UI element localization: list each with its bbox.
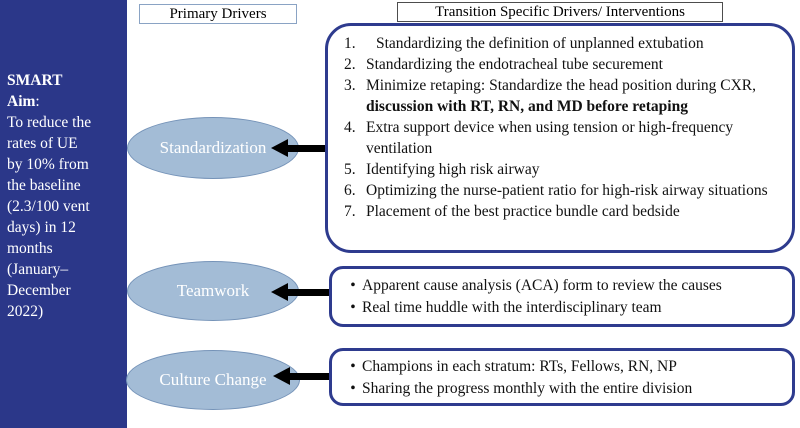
standardization-interventions-box: 1.Standardizing the definition of unplan…: [325, 23, 795, 253]
smart-aim-line: months: [7, 240, 53, 257]
intervention-item: •Apparent cause analysis (ACA) form to r…: [340, 275, 784, 297]
smart-aim-line: by 10% from: [7, 156, 89, 173]
driver-ellipse-culture-change: Culture Change: [126, 350, 300, 410]
arrow-teamwork: [271, 283, 335, 301]
primary-drivers-header: Primary Drivers: [139, 4, 297, 24]
teamwork-interventions-box: •Apparent cause analysis (ACA) form to r…: [329, 266, 795, 327]
bullet-marker: •: [350, 358, 356, 375]
intervention-item: 2.Standardizing the endotracheal tube se…: [340, 54, 784, 75]
number-marker: 2.: [344, 56, 356, 73]
culture-interventions-box: •Champions in each stratum: RTs, Fellows…: [329, 348, 795, 406]
driver-ellipse-teamwork: Teamwork: [127, 261, 299, 321]
arrow-left-icon: [273, 367, 290, 385]
standardization-label: Standardization: [159, 138, 267, 157]
smart-aim-line: December: [7, 282, 71, 299]
transition-drivers-label: Transition Specific Drivers/ Interventio…: [435, 3, 685, 20]
intervention-item: 6.Optimizing the nurse-patient ratio for…: [340, 180, 784, 201]
smart-aim-line: Aim:: [7, 93, 40, 110]
smart-aim-line: rates of UE: [7, 135, 78, 152]
intervention-item: 3.Minimize retaping: Standardize the hea…: [340, 75, 784, 117]
driver-ellipse-standardization: Standardization: [127, 117, 299, 179]
arrow-culture-change: [273, 367, 335, 385]
arrow-standardization: [271, 139, 333, 157]
culture-change-label: Culture Change: [159, 370, 267, 389]
bullet-marker: •: [350, 380, 356, 397]
intervention-item: 1.Standardizing the definition of unplan…: [340, 33, 784, 54]
smart-aim-line: To reduce the: [7, 114, 92, 131]
number-marker: 6.: [344, 182, 356, 199]
number-marker: 5.: [344, 161, 356, 178]
arrow-left-icon: [271, 283, 288, 301]
number-marker: 3.: [344, 77, 356, 94]
number-marker: 4.: [344, 119, 356, 136]
smart-aim-line: (2.3/100 vent: [7, 198, 90, 215]
number-marker: 1.: [344, 35, 356, 52]
smart-aim-panel: SMART Aim: To reduce the rates of UE by 10% …: [0, 0, 127, 428]
primary-drivers-label: Primary Drivers: [169, 5, 267, 22]
number-marker: 7.: [344, 203, 356, 220]
intervention-item: •Real time huddle with the interdiscipli…: [340, 297, 784, 319]
arrow-left-icon: [271, 139, 288, 157]
smart-aim-line: SMART: [7, 72, 63, 89]
smart-aim-line: 2022): [7, 303, 44, 320]
smart-aim-line: the baseline: [7, 177, 81, 194]
bullet-marker: •: [350, 277, 356, 294]
intervention-item: 5.Identifying high risk airway: [340, 159, 784, 180]
intervention-item: 7.Placement of the best practice bundle …: [340, 201, 784, 222]
smart-aim-line: (January–: [7, 261, 69, 278]
smart-aim-line: days) in 12: [7, 219, 76, 236]
intervention-item: •Sharing the progress monthly with the e…: [340, 378, 784, 400]
transition-drivers-header: Transition Specific Drivers/ Interventio…: [397, 2, 723, 22]
teamwork-label: Teamwork: [176, 281, 250, 300]
intervention-item: •Champions in each stratum: RTs, Fellows…: [340, 356, 784, 378]
intervention-item: 4.Extra support device when using tensio…: [340, 117, 784, 159]
bullet-marker: •: [350, 299, 356, 316]
